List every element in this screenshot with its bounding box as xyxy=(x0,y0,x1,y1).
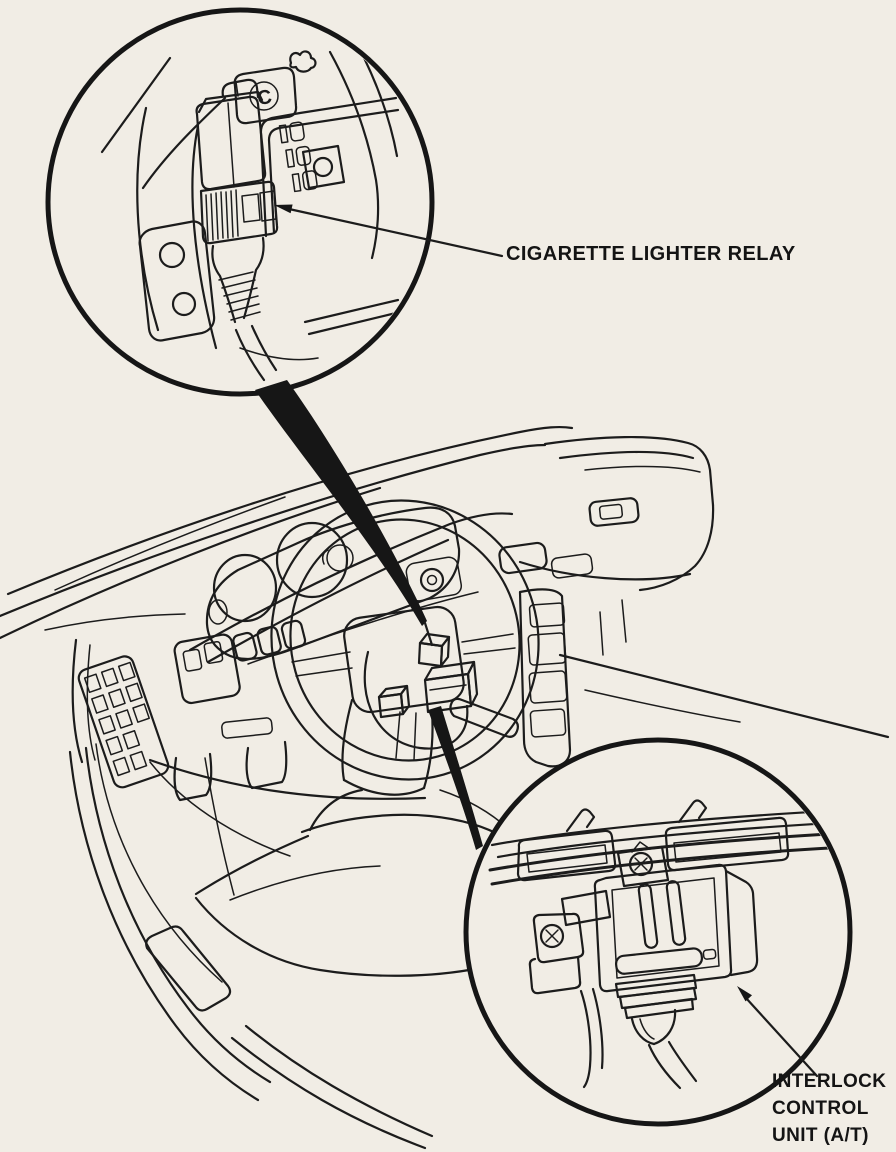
relay-bracket-stamp: C xyxy=(256,86,274,110)
relay-connector xyxy=(199,180,279,245)
leader-line-relay xyxy=(287,207,504,258)
steering-column xyxy=(341,556,519,796)
inset-interlock-control-unit xyxy=(463,737,853,1127)
inset-circle-top xyxy=(45,7,435,397)
lower-dash xyxy=(148,717,427,857)
interlock-unit-body xyxy=(593,863,759,993)
inset-cigarette-lighter-relay: C xyxy=(45,7,435,397)
stamped-tab: C xyxy=(233,66,298,125)
interlock-label-line-2: CONTROL xyxy=(772,1098,869,1119)
interlock-label-line-1: INTERLOCK xyxy=(772,1071,887,1092)
door-sill-floor xyxy=(68,743,434,1150)
column-shroud xyxy=(363,650,469,750)
mount-bracket xyxy=(138,220,216,342)
gauge-dial-right xyxy=(275,521,349,599)
interlock-label-line-3: UNIT (A/T) xyxy=(772,1125,869,1146)
arrowhead-relay xyxy=(274,204,293,214)
gauge-dial-left xyxy=(212,553,278,623)
relay-wire-harness xyxy=(211,236,278,382)
interlock-control-unit-label: INTERLOCK CONTROL UNIT (A/T) xyxy=(772,1068,886,1149)
callout-leaders xyxy=(255,204,819,1078)
horn-pad xyxy=(343,605,465,714)
dashboard-passenger-side xyxy=(518,435,890,739)
leader-line-interlock xyxy=(744,996,819,1078)
shift-lever xyxy=(449,697,519,738)
glovebox-latch xyxy=(588,497,640,527)
car-interior-drawing xyxy=(0,425,890,1150)
leader-wedge-bottom xyxy=(428,706,483,850)
windshield-pillar-lines xyxy=(0,425,574,640)
switch-grid-panel xyxy=(77,655,170,789)
driver-seat xyxy=(194,757,516,977)
unit-connector xyxy=(614,973,698,1090)
unit-side-bracket xyxy=(528,889,612,1089)
door-edge xyxy=(71,638,84,764)
arrowhead-interlock xyxy=(737,986,752,1002)
inset-circle-bottom xyxy=(463,737,853,1127)
clover-cutout xyxy=(289,50,317,73)
column-relays-in-situ xyxy=(377,632,479,719)
instrument-cluster xyxy=(188,506,514,665)
left-dash-panels xyxy=(71,619,307,789)
cigarette-lighter-relay-label: CIGARETTE LIGHTER RELAY xyxy=(506,243,796,265)
leader-wedge-top xyxy=(255,380,427,626)
relay-body xyxy=(195,78,267,191)
center-stack xyxy=(498,541,594,768)
